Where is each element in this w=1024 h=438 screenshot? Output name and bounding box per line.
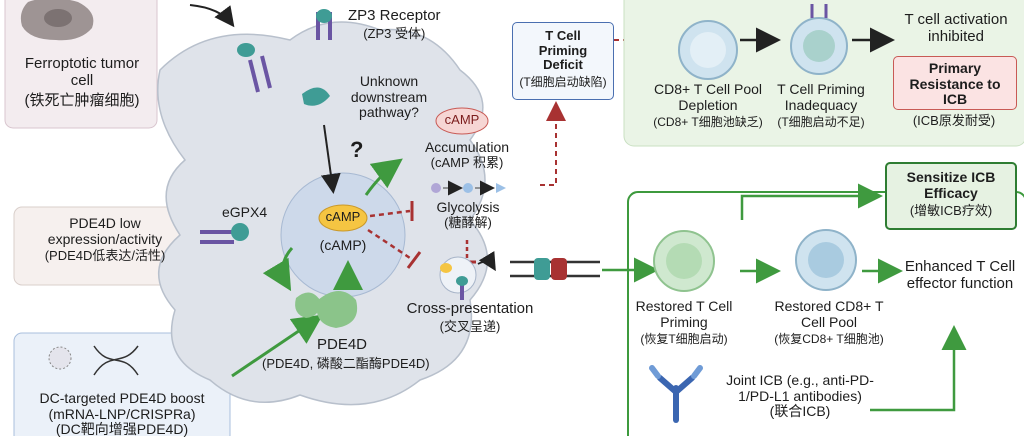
- glycolysis-circle-icon: [431, 183, 441, 193]
- priming-deficit-box: T Cell Priming Deficit (T细胞启动缺陷): [512, 22, 614, 100]
- restored-pool-label: Restored CD8+ T Cell Pool (恢复CD8+ T细胞池): [774, 298, 884, 347]
- camp-center-badge: [318, 204, 368, 232]
- zp3-label: ZP3 Receptor (ZP3 受体): [348, 7, 441, 41]
- pde4d-icon-small: [295, 292, 321, 318]
- camp-accum-badge: [435, 107, 489, 135]
- ligand-icons: [231, 9, 332, 241]
- restored-priming-label: Restored T Cell Priming (恢复T细胞启动): [635, 298, 733, 347]
- pde4d-label: PDE4D: [316, 336, 368, 353]
- glycolysis-triangle-icon: [496, 183, 506, 193]
- dna-icon: [93, 345, 139, 376]
- pool-depletion-label: CD8+ T Cell Pool Depletion (CD8+ T细胞池缺乏): [653, 81, 763, 130]
- accumulation-label: Accumulation (cAMP 积累): [424, 139, 510, 170]
- sensitize-panel: [627, 191, 1024, 436]
- unknown-pathway-label: Unknown downstream pathway?: [350, 73, 428, 121]
- primary-resistance-box: Primary Resistance to ICB: [893, 56, 1017, 110]
- activation-inhibited-label: T cell activation inhibited: [904, 11, 1008, 45]
- joint-icb-label: Joint ICB (e.g., anti-PD-1/PD-L1 antibod…: [726, 372, 874, 420]
- cross-presentation-label: Cross-presentation (交叉呈递): [406, 300, 534, 334]
- dc-boost-label: DC-targeted PDE4D boost (mRNA-LNP/CRISPR…: [39, 390, 205, 438]
- antigen-icon: [439, 256, 477, 294]
- ferroptotic-label: Ferroptotic tumor cell (铁死亡肿瘤细胞): [24, 55, 140, 109]
- pde4d-low-label: PDE4D low expression/activity (PDE4D低表达/…: [44, 215, 166, 264]
- tumor-nucleus-icon: [44, 9, 72, 27]
- camp-center-paren: (cAMP): [319, 237, 367, 253]
- lnp-icon: [48, 346, 72, 370]
- camp-center-label: cAMP: [325, 209, 361, 224]
- nucleus: [280, 172, 406, 298]
- enhanced-effector-label: Enhanced T Cell effector function: [904, 258, 1016, 292]
- glycolysis-label: Glycolysis (糖酵解): [436, 199, 500, 230]
- antibody-icon: [649, 365, 703, 423]
- glycolysis-circle-icon: [463, 183, 473, 193]
- pde4d-icon-large: [316, 291, 358, 328]
- priming-inadequacy-label: T Cell Priming Inadequacy (T细胞启动不足): [777, 81, 865, 130]
- sensitize-box: Sensitize ICB Efficacy (增敏ICB疗效): [885, 162, 1017, 230]
- question-mark: ?: [350, 137, 364, 162]
- mhc-tcr-icon: [510, 258, 600, 280]
- pde4d-full-label: (PDE4D, 磷酸二酯酶PDE4D): [262, 356, 430, 371]
- camp-badge-label: cAMP: [444, 112, 480, 127]
- egpx4-label: eGPX4: [222, 204, 268, 220]
- primary-resistance-zh: (ICB原发耐受): [912, 113, 996, 128]
